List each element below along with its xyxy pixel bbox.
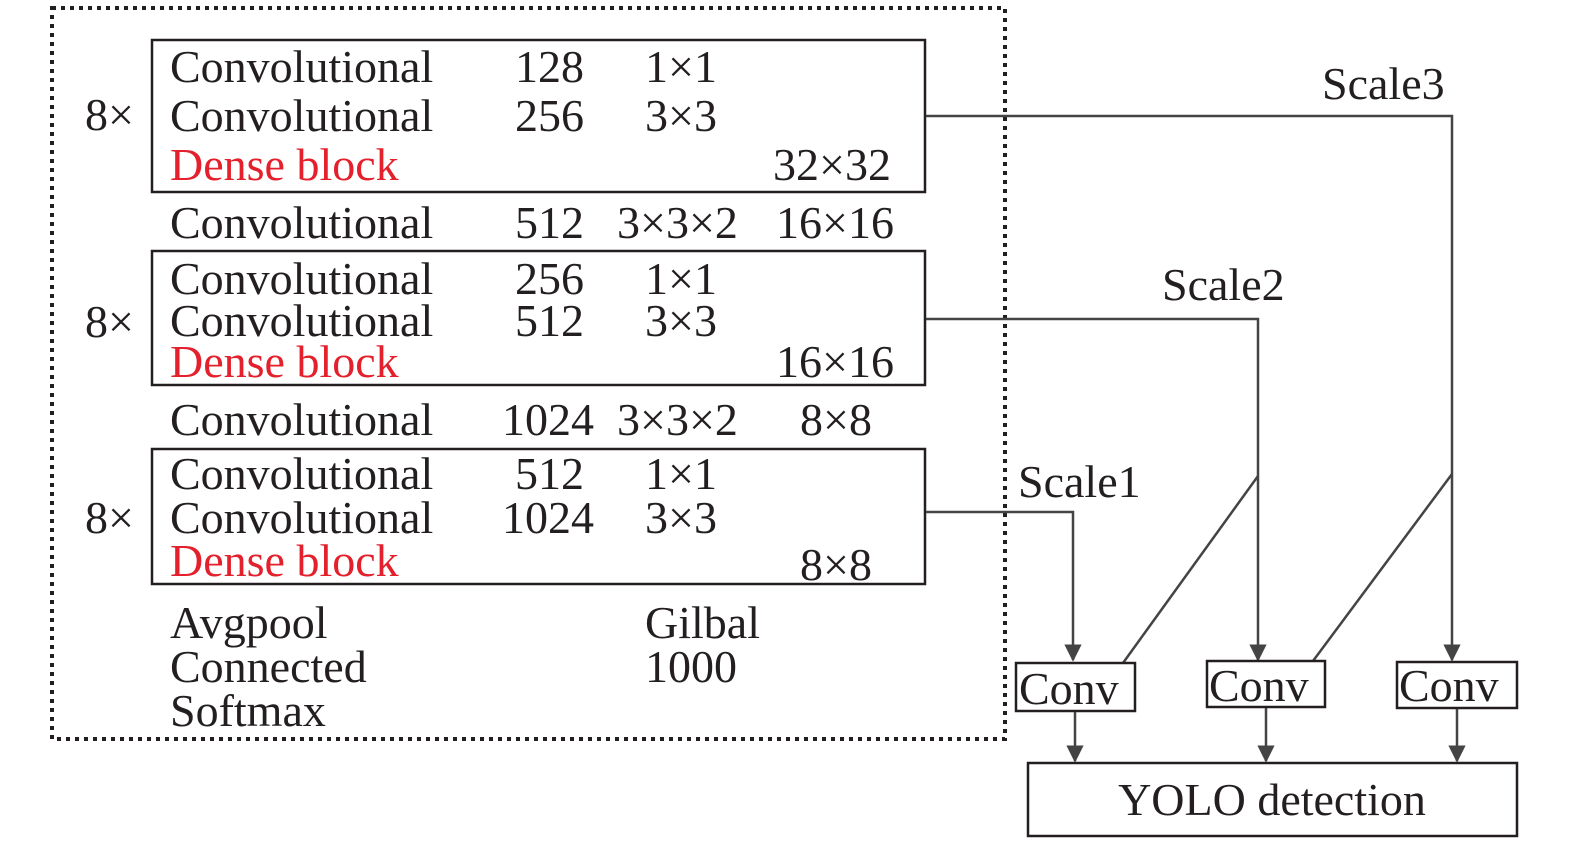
layer-size: 3×3×2 (617, 394, 738, 445)
block-3-repeat: 8× (85, 492, 134, 543)
layer-size: 1×1 (645, 448, 717, 499)
layer-type: Convolutional (170, 394, 433, 445)
layer-filters: 1024 (502, 492, 594, 543)
layer-filters: 512 (515, 448, 584, 499)
block-2-frame (150, 249, 927, 387)
layer-size: 3×3 (645, 90, 717, 141)
scale1-label: Scale1 (1018, 456, 1141, 507)
layer-filters: 128 (515, 41, 584, 92)
scale2-arrow (926, 317, 1267, 662)
backbone-container (50, 6, 1007, 741)
layer-filters: 256 (515, 253, 584, 304)
dense-block-label: Dense block (170, 139, 399, 190)
tail-layers: Avgpool Gilbal Connected 1000 Softmax (170, 597, 760, 736)
layer-type: Convolutional (170, 253, 433, 304)
conv-box-frame (1395, 660, 1519, 710)
layer-output: 32×32 (773, 139, 891, 190)
dense-block-1: 8× Convolutional 128 1×1 Convolutional 2… (85, 38, 927, 194)
layer-value: 1000 (645, 641, 737, 692)
yolo-detection-box: YOLO detection (1026, 761, 1519, 838)
layer-value: Gilbal (645, 597, 760, 648)
layer-output: 8×8 (800, 539, 872, 590)
conv-box-frame (1014, 661, 1137, 713)
scale1-arrow (926, 510, 1082, 662)
block-2-repeat: 8× (85, 296, 134, 347)
dense-block-label: Dense block (170, 535, 399, 586)
layer-output: 8×8 (800, 394, 872, 445)
layer-filters: 256 (515, 90, 584, 141)
detection-frame (1026, 761, 1519, 838)
layer-type: Convolutional (170, 197, 433, 248)
conv-label: Conv (1019, 663, 1119, 714)
conv-box-2: Conv (1205, 659, 1327, 711)
block-1-repeat: 8× (85, 89, 134, 140)
conv-box-1: Conv (1014, 661, 1137, 714)
conv-box-3: Conv (1395, 660, 1519, 711)
upsample-link-2-1 (1121, 475, 1260, 664)
layer-type: Softmax (170, 685, 326, 736)
conv-label: Conv (1209, 660, 1309, 711)
layer-size: 3×3 (645, 492, 717, 543)
layer-type: Avgpool (170, 597, 328, 648)
scale2-label: Scale2 (1162, 259, 1285, 310)
layer-output: 16×16 (776, 197, 894, 248)
layer-size: 3×3 (645, 295, 717, 346)
layer-type: Convolutional (170, 41, 433, 92)
dense-block-3: 8× Convolutional 512 1×1 Convolutional 1… (85, 447, 927, 590)
scale-connectors (926, 114, 1461, 664)
layer-type: Connected (170, 641, 367, 692)
transition-2: Convolutional 1024 3×3×2 8×8 (170, 394, 872, 445)
scale3-arrow (926, 114, 1461, 662)
layer-type: Convolutional (170, 90, 433, 141)
layer-filters: 1024 (502, 394, 594, 445)
dense-block-2: 8× Convolutional 256 1×1 Convolutional 5… (85, 249, 927, 387)
layer-type: Convolutional (170, 492, 433, 543)
layer-filters: 512 (515, 295, 584, 346)
layer-size: 1×1 (645, 253, 717, 304)
transition-1: Convolutional 512 3×3×2 16×16 (170, 197, 894, 248)
conv-label: Conv (1399, 660, 1499, 711)
layer-output: 16×16 (776, 336, 894, 387)
scale3-label: Scale3 (1322, 58, 1445, 109)
upsample-link-3-2 (1311, 473, 1454, 662)
layer-size: 1×1 (645, 41, 717, 92)
conv-box-frame (1205, 659, 1327, 709)
block-1-frame (150, 38, 927, 194)
layer-type: Convolutional (170, 295, 433, 346)
layer-type: Convolutional (170, 448, 433, 499)
detection-label: YOLO detection (1118, 774, 1426, 825)
layer-size: 3×3×2 (617, 197, 738, 248)
block-3-frame (150, 447, 927, 586)
dense-block-label: Dense block (170, 336, 399, 387)
layer-filters: 512 (515, 197, 584, 248)
